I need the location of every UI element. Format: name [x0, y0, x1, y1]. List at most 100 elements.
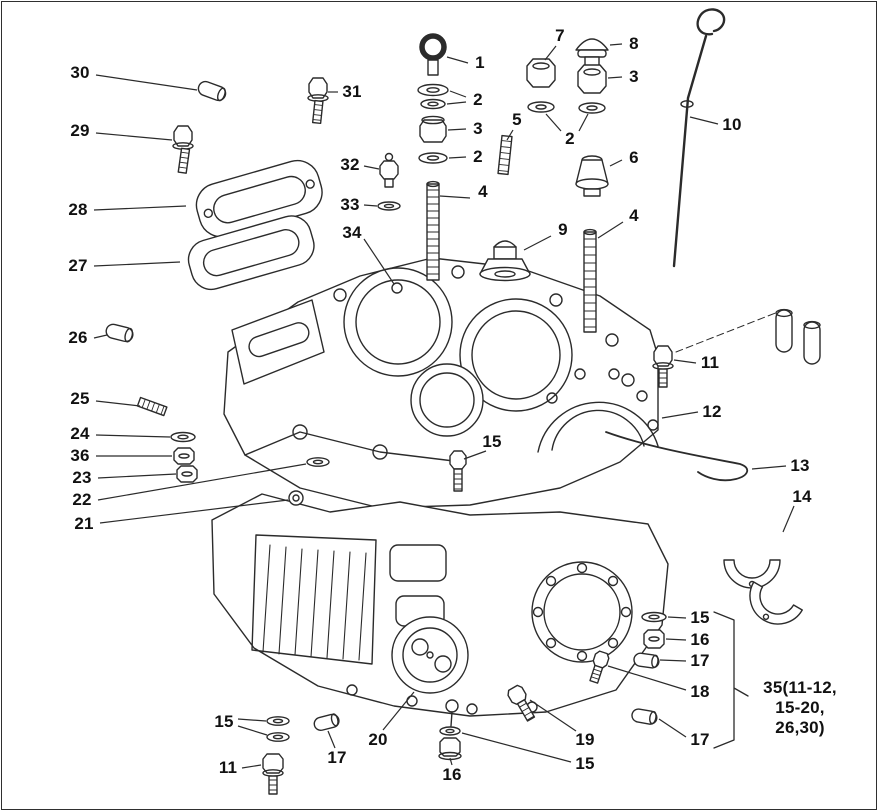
callout-24-6: 24 — [70, 424, 90, 443]
leader-line — [237, 718, 267, 722]
callout-9-24: 9 — [558, 220, 568, 239]
pin-30 — [197, 80, 227, 102]
leader-line — [659, 659, 687, 662]
callout-5-16: 5 — [512, 110, 522, 129]
lower-crankcase — [211, 493, 669, 717]
callout-8-18: 8 — [629, 34, 639, 53]
callout-17-45: 17 — [690, 730, 710, 749]
bottom-left-fasteners — [262, 713, 340, 795]
leader-line — [448, 156, 467, 159]
retaining-wire — [605, 431, 749, 482]
callout-17-41: 17 — [327, 748, 347, 767]
flange-bolt-31 — [307, 77, 329, 125]
dowel-pins — [775, 308, 821, 365]
callout-2-20: 2 — [565, 129, 575, 148]
callout-32-26: 32 — [340, 155, 360, 174]
leader-line — [446, 56, 469, 64]
callout-4-23: 4 — [478, 182, 488, 201]
oil-pump-cover — [391, 616, 469, 694]
leader-line — [439, 195, 471, 199]
leader-line — [363, 165, 380, 170]
callout-19-38: 19 — [575, 730, 595, 749]
leader-line — [449, 757, 453, 766]
callout-36-7: 36 — [70, 446, 90, 465]
leader-line — [449, 90, 467, 98]
callout-15-33: 15 — [482, 432, 502, 451]
upper-crankcase — [223, 257, 659, 509]
callout-23-8: 23 — [72, 468, 92, 487]
leader-line — [544, 45, 557, 61]
callout-25-5: 25 — [70, 389, 90, 408]
callout-group-46: 35(11-12,15-20,26,30) — [763, 678, 837, 737]
callout-3-14: 3 — [473, 119, 483, 138]
leader-line — [665, 638, 687, 641]
callout-2-13: 2 — [473, 90, 483, 109]
leader-line — [95, 400, 141, 407]
leader-line — [689, 116, 719, 125]
callout-33-27: 33 — [340, 195, 360, 214]
stud-right — [583, 228, 597, 333]
leader-line — [658, 718, 687, 738]
callout-28-2: 28 — [68, 200, 88, 219]
leader-line — [97, 473, 177, 479]
sleeve-26 — [105, 323, 134, 343]
leader-line — [93, 334, 108, 339]
leader-line — [93, 261, 181, 267]
callout-22-9: 22 — [72, 490, 92, 509]
callout-16-35: 16 — [690, 630, 710, 649]
callout-7-17: 7 — [555, 26, 565, 45]
callout-34-28: 34 — [342, 223, 362, 242]
callout-26-4: 26 — [68, 328, 88, 347]
leader-line — [93, 205, 187, 211]
callout-1-12: 1 — [475, 53, 485, 72]
bearing-shells — [723, 559, 803, 625]
callout-6-21: 6 — [629, 148, 639, 167]
callout-11-29: 11 — [700, 353, 720, 372]
leader-line — [237, 725, 268, 736]
leader-line — [523, 235, 552, 251]
right-fastener-column — [589, 611, 667, 725]
leader-line — [95, 74, 198, 91]
leader-line — [447, 128, 467, 131]
stud-left — [426, 180, 440, 281]
flange-bolt-29 — [172, 125, 194, 174]
leader-line — [782, 505, 795, 533]
callout-27-3: 27 — [68, 256, 88, 275]
leader-line — [506, 129, 514, 141]
callout-2-15: 2 — [473, 147, 483, 166]
leader-line — [597, 221, 624, 239]
leader-line — [363, 204, 378, 207]
leader-line — [673, 359, 697, 364]
leader-line — [461, 732, 572, 763]
leader-line — [382, 691, 415, 731]
dipstick — [672, 8, 726, 268]
leader-line — [661, 411, 699, 419]
callout-4-25: 4 — [629, 206, 639, 225]
leader-line — [99, 499, 289, 524]
bearing-flange — [537, 368, 659, 453]
callout-3-19: 3 — [629, 67, 639, 86]
callout-17-36: 17 — [690, 651, 710, 670]
center-bolt-15 — [449, 450, 467, 492]
callout-29-1: 29 — [70, 121, 90, 140]
leader-line — [609, 43, 623, 46]
leader-line — [545, 113, 562, 132]
leader-line — [751, 465, 787, 470]
leader-line — [463, 450, 487, 460]
leader-line — [667, 616, 687, 619]
leader-line — [95, 434, 171, 438]
oil-filler — [479, 240, 531, 282]
callout-15-42: 15 — [214, 712, 234, 731]
fitting-32-washer-33 — [377, 152, 401, 211]
leader-line — [607, 665, 687, 691]
callout-21-10: 21 — [74, 514, 94, 533]
callout-31-11: 31 — [342, 82, 362, 101]
leader-line — [327, 730, 336, 749]
leader-line — [241, 764, 262, 769]
leader-line — [446, 101, 467, 105]
callout-13-31: 13 — [790, 456, 810, 475]
